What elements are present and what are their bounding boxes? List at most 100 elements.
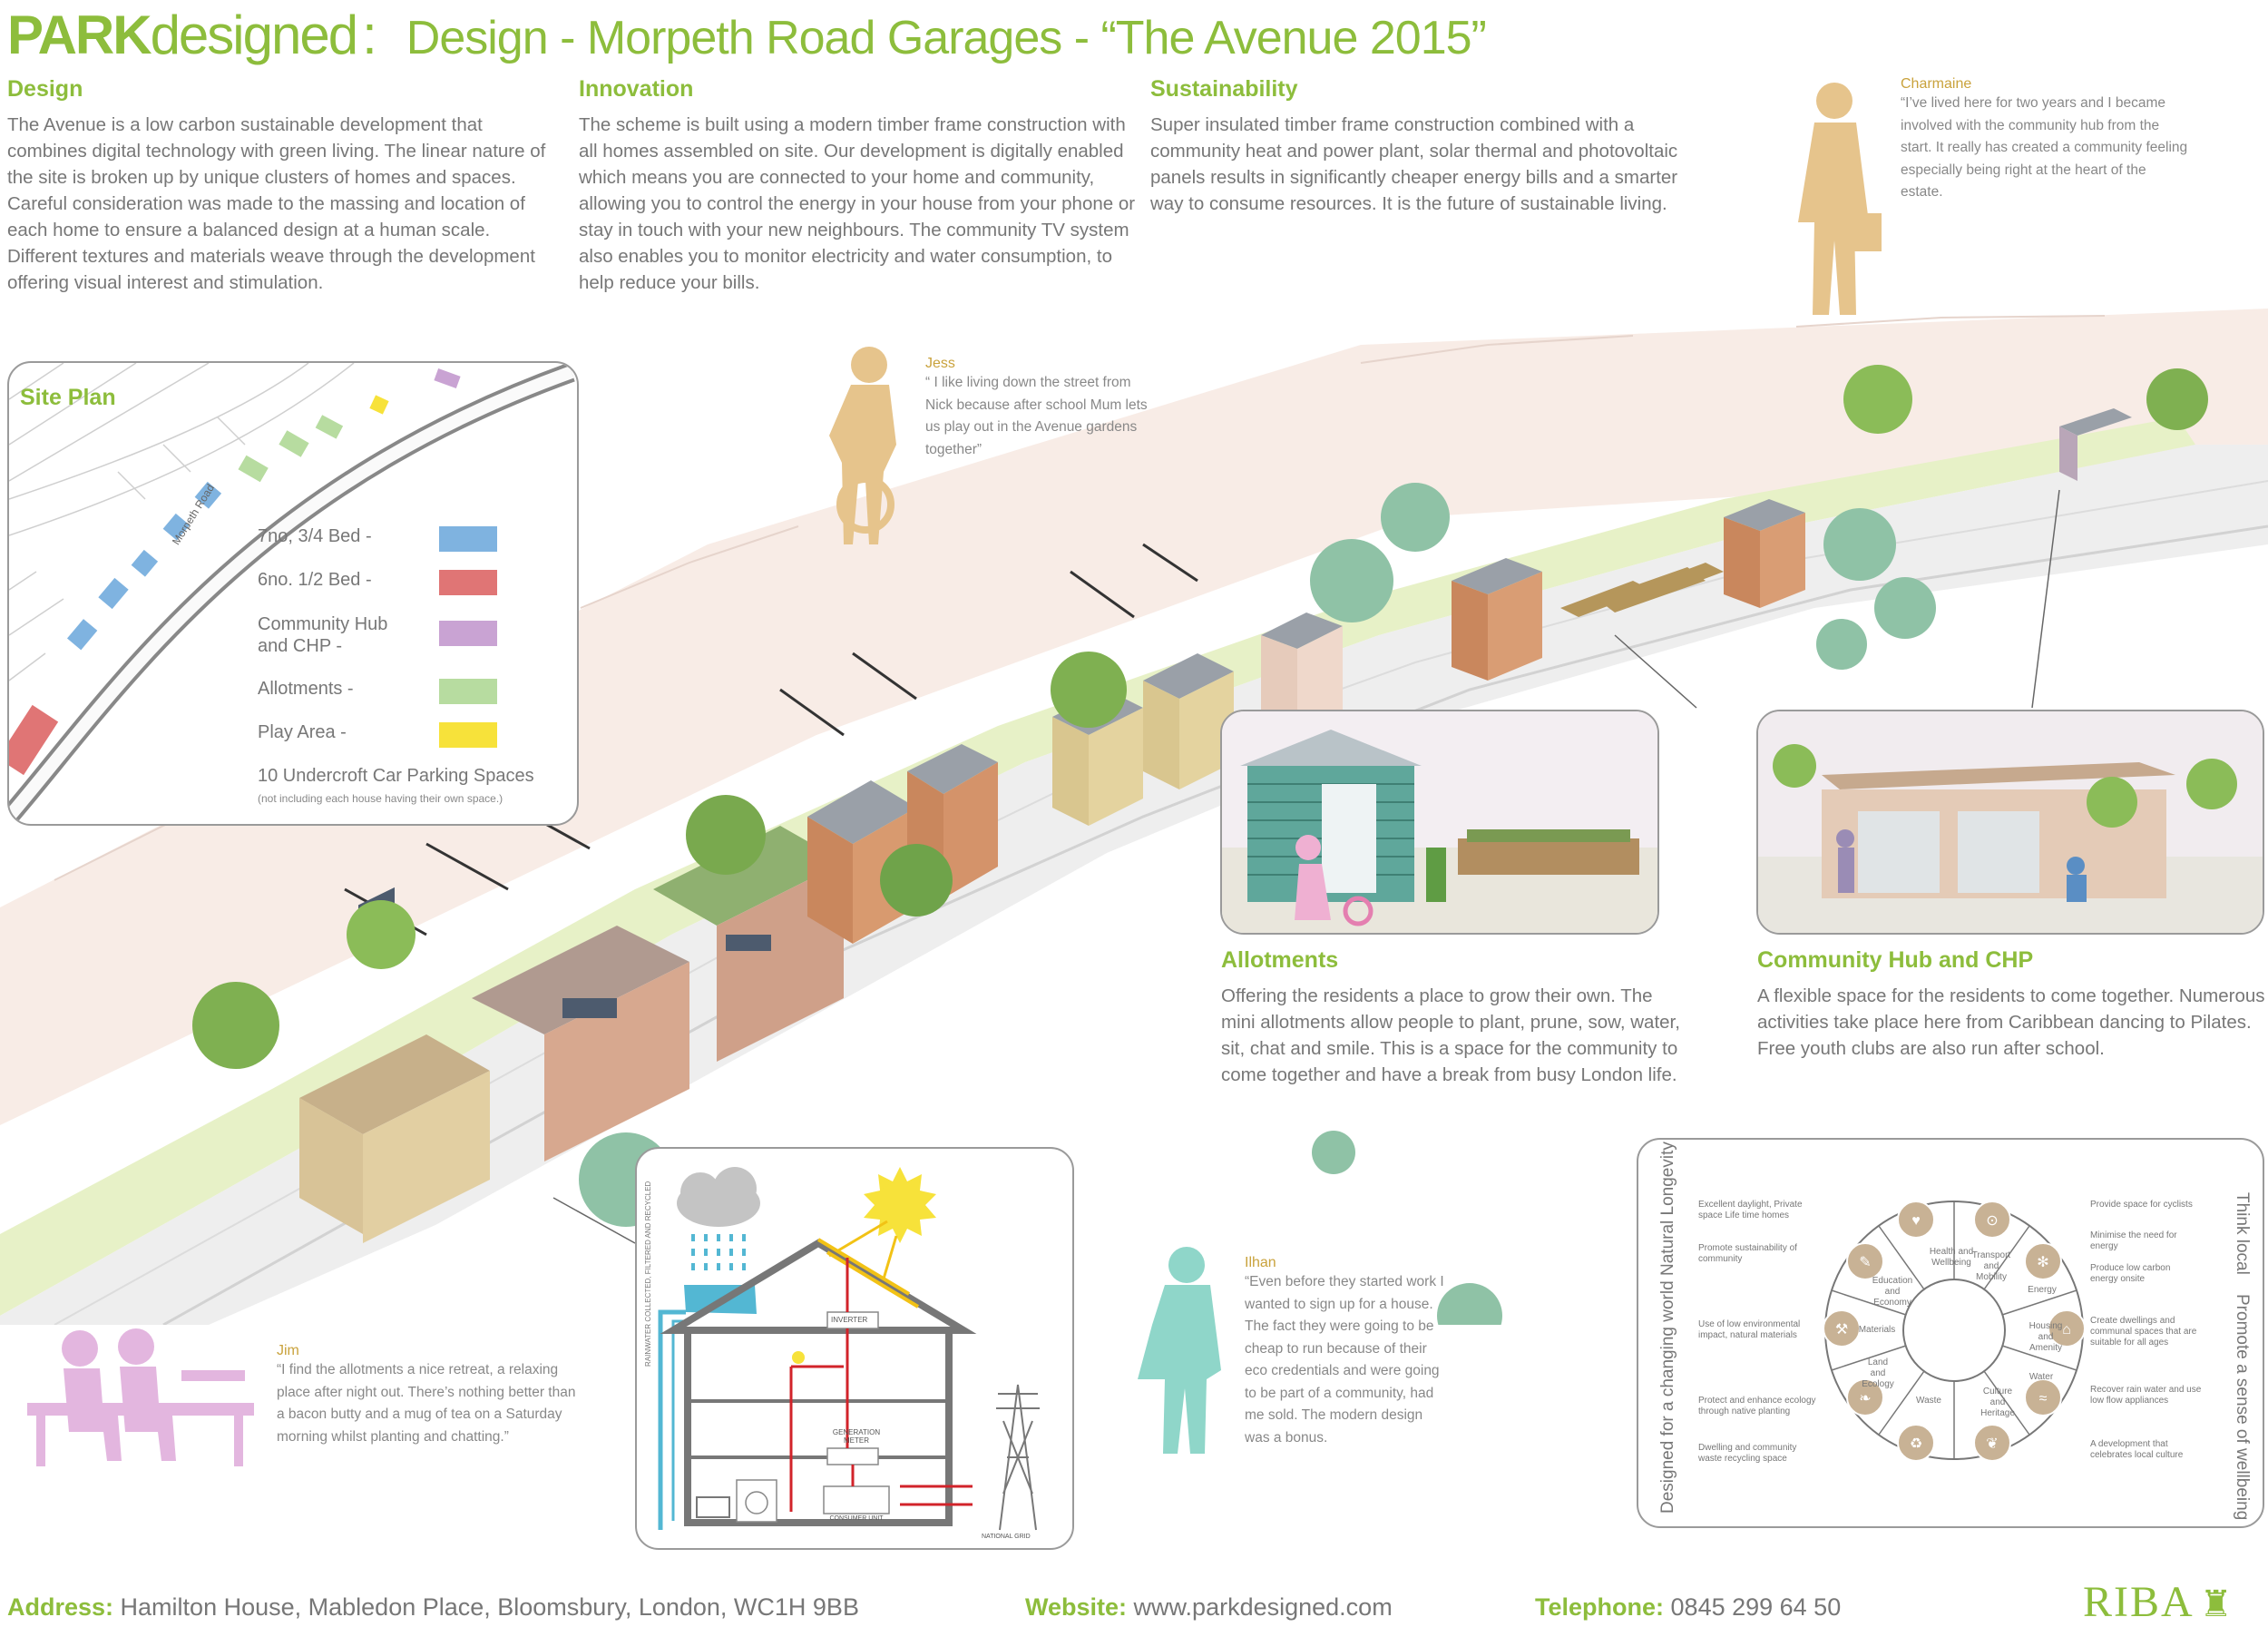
heart-icon: ♥: [1911, 1213, 1921, 1229]
wheel-side-label: Promote a sense of wellbeing: [2233, 1294, 2252, 1521]
sustainability-wheel: ♥ ⊙ ✻ ⌂ ≈ ❦ ♻ ❧ ⚒ ✎: [1823, 1201, 2086, 1462]
community-hub-illustration-panel: [1756, 710, 2264, 935]
wheel-note-left: Dwelling and community waste recycling s…: [1698, 1443, 1797, 1464]
transport-icon: ⊙: [1986, 1213, 1998, 1229]
footer-address: Address: Hamilton House, Mabledon Place,…: [7, 1593, 859, 1622]
jim-bench-silhouette-icon: [27, 1328, 254, 1466]
website-link[interactable]: www.parkdesigned.com: [1133, 1593, 1393, 1621]
trees: [192, 365, 2208, 1325]
wind-icon: ✻: [2037, 1255, 2048, 1270]
wheel-side-label: Designed for a changing world: [1658, 1280, 1677, 1514]
wheel-note-right: Provide space for cyclists: [2090, 1200, 2193, 1210]
wheel-note-right: Produce low carbon energy onsite: [2090, 1263, 2171, 1284]
recycle-icon: ♻: [1910, 1436, 1922, 1452]
sustainability-heading: Sustainability: [1150, 76, 1298, 102]
water-icon: ≈: [2039, 1391, 2048, 1406]
charmaine-silhouette-icon: [1798, 83, 1882, 315]
parking-footnote: (not including each house having their o…: [258, 792, 503, 805]
site-plan-panel: Morpeth Road Site Plan 7no, 3/4 Bed - 6n…: [7, 361, 579, 826]
riba-crest-icon: ♜: [2199, 1583, 2234, 1624]
legend-label: 7no, 3/4 Bed -: [258, 526, 372, 546]
wheel-segment: Health and Wellbeing: [1929, 1247, 1974, 1268]
legend-swatch-blue: [439, 526, 497, 552]
telephone-label: Telephone:: [1535, 1593, 1665, 1621]
inverter-label: INVERTER: [831, 1316, 868, 1324]
legend-swatch-red: [439, 570, 497, 595]
legend-item-community-hub: Community Hub and CHP -: [258, 613, 566, 679]
footer-website[interactable]: Website: www.parkdesigned.com: [1025, 1593, 1393, 1622]
leaf-icon: ❧: [1859, 1391, 1871, 1406]
wheel-segment: Land and Ecology: [1862, 1357, 1894, 1389]
ilhan-text: “Even before they started work I wanted …: [1245, 1274, 1444, 1446]
charmaine-text: “I’ve lived here for two years and I bec…: [1901, 95, 2188, 200]
wheel-segment: Water: [2028, 1372, 2054, 1382]
site-plan-legend: 7no, 3/4 Bed - 6no. 1/2 Bed - Community …: [258, 526, 566, 805]
community-hub-building-illustration: [1758, 711, 2263, 933]
house-icon: ⌂: [2062, 1322, 2071, 1338]
legend-item-allotments: Allotments -: [258, 679, 566, 722]
wheel-note-right: Create dwellings and communal spaces tha…: [2090, 1316, 2197, 1348]
design-heading: Design: [7, 76, 83, 102]
site-plan-map: [9, 363, 575, 824]
innovation-section: Innovation The scheme is built using a m…: [579, 76, 1141, 321]
national-grid-label: NATIONAL GRID: [982, 1534, 1031, 1540]
allotment-shed-illustration: [1222, 711, 1657, 933]
jim-text: “I find the allotments a nice retreat, a…: [277, 1362, 576, 1445]
wheel-note-left: Excellent daylight, Private space Life t…: [1698, 1200, 1803, 1220]
sustainability-section: Sustainability Super insulated timber fr…: [1150, 76, 1713, 217]
legend-item-small-homes: 6no. 1/2 Bed -: [258, 570, 566, 613]
wheel-segment: Housing and Amenity: [2028, 1321, 2063, 1353]
legend-item-large-homes: 7no, 3/4 Bed -: [258, 526, 566, 570]
telephone-value: 0845 299 64 50: [1670, 1593, 1842, 1621]
wheel-note-right: Recover rain water and use low flow appl…: [2090, 1385, 2202, 1406]
jess-cyclist-silhouette-icon: [829, 347, 896, 544]
sun-icon: [864, 1167, 936, 1243]
ilhan-name: Ilhan: [1245, 1255, 1276, 1270]
wheel-segment: Culture and Heritage: [1980, 1387, 2015, 1418]
wheel-note-left: Promote sustainability of community: [1698, 1243, 1797, 1264]
wheel-note-left: Protect and enhance ecology through nati…: [1698, 1396, 1816, 1416]
ilhan-silhouette-icon: [1138, 1247, 1221, 1454]
brand-bold: PARK: [7, 5, 152, 65]
jess-quote: Jess “ I like living down the street fro…: [925, 356, 1161, 461]
generation-meter-label: GENERATION METER: [832, 1428, 881, 1445]
allotments-heading: Allotments: [1221, 947, 1339, 973]
address-label: Address:: [7, 1593, 114, 1621]
community-hub-heading: Community Hub and CHP: [1757, 947, 2034, 973]
footer-telephone: Telephone: 0845 299 64 50: [1535, 1593, 1841, 1622]
allotments-section: Allotments Offering the residents a plac…: [1221, 947, 1684, 1088]
legend-swatch-purple: [439, 621, 497, 646]
legend-label: Community Hub and CHP -: [258, 614, 388, 656]
pylon-icon: [996, 1384, 1040, 1531]
wheel-segment: Energy: [2028, 1285, 2057, 1295]
wheel-segment: Transport and Mobility: [1971, 1250, 2011, 1282]
website-label: Website:: [1025, 1593, 1128, 1621]
garden-fences: [344, 543, 1198, 936]
rain-cloud-icon: [677, 1167, 760, 1270]
culture-icon: ❦: [1986, 1436, 1998, 1452]
innovation-text: The scheme is built using a modern timbe…: [579, 114, 1136, 293]
community-hub-text: A flexible space for the residents to co…: [1757, 985, 2265, 1059]
project-title: Design - Morpeth Road Garages - “The Ave…: [406, 12, 1487, 64]
riba-logo: RIBA♜: [2083, 1577, 2234, 1627]
allotments-text: Offering the residents a place to grow t…: [1221, 985, 1680, 1085]
tools-icon: ⚒: [1835, 1322, 1848, 1338]
jim-name: Jim: [277, 1343, 299, 1358]
charmaine-quote: Charmaine “I’ve lived here for two years…: [1901, 76, 2191, 204]
sustainability-text: Super insulated timber frame constructio…: [1150, 114, 1678, 214]
riba-text: RIBA: [2083, 1578, 2195, 1626]
rainwater-label: RAINWATER COLLECTED, FILTERED AND RECYCL…: [644, 1181, 652, 1367]
consumer-unit-label: CONSUMER UNIT: [829, 1515, 884, 1522]
design-section: Design The Avenue is a low carbon sustai…: [7, 76, 561, 296]
allotments-illustration-panel: [1220, 710, 1659, 935]
allotment-beds: [1560, 563, 1724, 617]
legend-swatch-green: [439, 679, 497, 704]
wheel-note-right: A development that celebrates local cult…: [2090, 1439, 2184, 1460]
site-plan-title: Site Plan: [20, 385, 116, 410]
parking-note: 10 Undercroft Car Parking Spaces: [258, 766, 534, 786]
legend-label: Play Area -: [258, 722, 347, 742]
innovation-heading: Innovation: [579, 76, 694, 102]
wheel-side-label: Natural Longevity: [1658, 1142, 1677, 1276]
charmaine-name: Charmaine: [1901, 76, 1972, 92]
address-value: Hamilton House, Mabledon Place, Bloomsbu…: [120, 1593, 859, 1621]
